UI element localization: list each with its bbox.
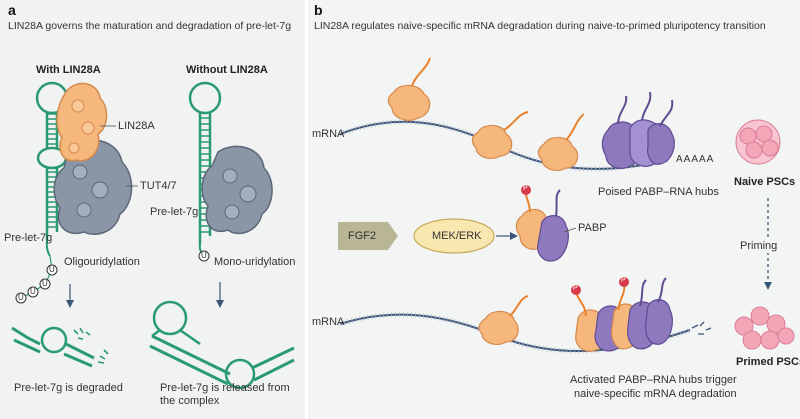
phospho-dot bbox=[571, 285, 581, 295]
degraded-strand bbox=[63, 352, 93, 368]
polya-tail: AAAAA bbox=[676, 154, 715, 165]
arrowhead-complex bbox=[510, 232, 518, 240]
released-duplex bbox=[251, 346, 295, 382]
panel-b-title: LIN28A regulates naive-specific mRNA deg… bbox=[314, 20, 766, 32]
released-loop bbox=[152, 300, 188, 336]
u-letter: U bbox=[42, 279, 48, 288]
prelet-label-left: Pre-let-7g bbox=[4, 232, 53, 244]
u-bead-single bbox=[198, 250, 210, 262]
degraded-strand bbox=[11, 326, 41, 346]
arrowhead-right bbox=[216, 300, 224, 308]
phospho-letter: P bbox=[573, 285, 578, 292]
panel-b: b LIN28A regulates naive-specific mRNA d… bbox=[308, 0, 800, 419]
fragments bbox=[97, 349, 109, 364]
pabp-cluster bbox=[601, 91, 675, 169]
mek-erk-label: MEK/ERK bbox=[432, 230, 482, 242]
phospho-dot bbox=[521, 185, 531, 195]
tut47-lobe bbox=[224, 204, 240, 220]
lin28a-floating bbox=[387, 57, 431, 121]
phospho-letter: P bbox=[523, 185, 528, 192]
released-duplex bbox=[151, 334, 231, 376]
panel-b-artwork bbox=[338, 57, 795, 354]
mrna-fragments bbox=[691, 321, 712, 335]
degraded-loop bbox=[40, 326, 68, 354]
phospho-letter: P bbox=[621, 277, 626, 284]
tut47-lobe bbox=[222, 168, 238, 184]
panel-a-title: LIN28A governs the maturation and degrad… bbox=[8, 20, 292, 32]
tut47-protein-right bbox=[201, 145, 273, 235]
tut47-lobe bbox=[239, 185, 257, 203]
u-bead bbox=[15, 292, 27, 304]
mono-uridylation-label: Mono-uridylation bbox=[214, 256, 296, 268]
degraded-strand bbox=[13, 338, 41, 354]
naive-psc-cluster bbox=[735, 119, 781, 165]
activated-hub bbox=[575, 277, 673, 352]
degraded-strand bbox=[65, 342, 95, 360]
mek-erk-ellipse bbox=[413, 218, 495, 254]
panel-a-label: a bbox=[8, 2, 16, 18]
tut47-lobe bbox=[72, 164, 88, 180]
mrna-label-bottom: mRNA bbox=[312, 316, 345, 328]
u-bead bbox=[27, 286, 39, 298]
lin28a-lobe bbox=[81, 121, 95, 135]
mrna-bottom-texture bbox=[339, 312, 691, 354]
activated-caption-line2: naive-specific mRNA degradation bbox=[574, 388, 737, 400]
panel-a-artwork bbox=[11, 81, 295, 390]
fgf2-arrow bbox=[338, 222, 398, 250]
lin28a-bound-bottom bbox=[478, 295, 529, 346]
lin28a-lobe bbox=[68, 142, 80, 154]
degraded-caption: Pre-let-7g is degraded bbox=[14, 382, 123, 394]
heading-with-lin28a: With LIN28A bbox=[36, 64, 101, 76]
arrowhead-left bbox=[66, 300, 74, 308]
u-bead bbox=[46, 264, 58, 276]
hairpin-loop-right bbox=[188, 81, 222, 115]
mrna-label-top: mRNA bbox=[312, 128, 345, 140]
oligouridylation-label: Oligouridylation bbox=[64, 256, 140, 268]
u-letter-single: U bbox=[201, 251, 207, 260]
primed-psc-cluster bbox=[734, 306, 795, 350]
lin28a-bound bbox=[537, 113, 585, 172]
fgf2-label: FGF2 bbox=[348, 230, 377, 242]
tut47-label: TUT4/7 bbox=[140, 180, 177, 192]
stem-rungs-upper bbox=[47, 113, 57, 145]
u-letter: U bbox=[30, 287, 36, 296]
u-bead bbox=[39, 278, 51, 290]
heading-without-lin28a: Without LIN28A bbox=[186, 64, 268, 76]
lin28a-bound bbox=[471, 111, 529, 160]
prelet-label-right: Pre-let-7g bbox=[150, 206, 199, 218]
lin28a-lobe bbox=[71, 99, 85, 113]
released-bulge bbox=[224, 358, 256, 390]
panel-b-label: b bbox=[314, 2, 323, 18]
lin28a-pabp-complex bbox=[515, 189, 569, 262]
primed-psc-label: Primed PSCs bbox=[736, 356, 800, 368]
strand-tail bbox=[45, 239, 51, 257]
pabp-label: PABP bbox=[578, 222, 607, 234]
fragments bbox=[73, 327, 91, 340]
priming-arrowhead bbox=[764, 282, 772, 290]
u-letter: U bbox=[49, 265, 55, 274]
stem-rungs-lower bbox=[47, 171, 57, 228]
lin28a-protein bbox=[56, 82, 108, 162]
naive-psc-label: Naive PSCs bbox=[734, 176, 796, 188]
u-letter: U bbox=[18, 293, 24, 302]
tut47-lobe bbox=[91, 181, 109, 199]
released-caption: Pre-let-7g is released from the complex bbox=[160, 382, 290, 407]
poised-caption: Poised PABP–RNA hubs bbox=[598, 186, 719, 198]
priming-label: Priming bbox=[740, 240, 778, 253]
activated-caption-line1: Activated PABP–RNA hubs trigger bbox=[570, 374, 737, 386]
tut47-lobe bbox=[76, 202, 92, 218]
phospho-dot bbox=[619, 277, 629, 287]
released-duplex bbox=[149, 344, 229, 386]
panel-a: a LIN28A governs the maturation and degr… bbox=[0, 0, 305, 419]
lin28a-label: LIN28A bbox=[118, 120, 155, 132]
pabp-leader bbox=[563, 227, 577, 233]
